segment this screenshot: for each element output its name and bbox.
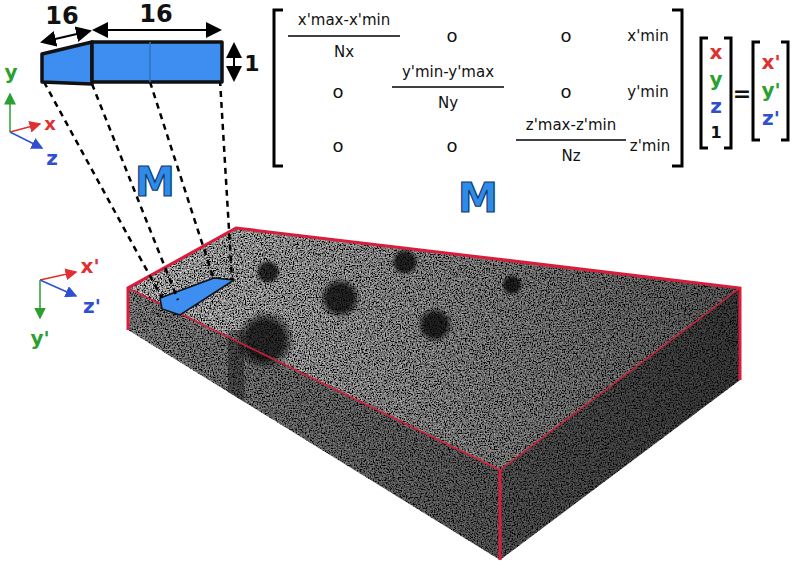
axis-label: z <box>46 147 58 169</box>
matrix-symbol: M <box>135 160 175 204</box>
matrix-entry: x'min <box>627 28 668 45</box>
matrix-entry: o <box>560 26 571 46</box>
dimension: 16 <box>45 3 78 29</box>
matrix-entry: y'min <box>627 84 668 101</box>
volume-edges <box>128 228 740 560</box>
matrix-entry: z'max-z'min <box>526 117 616 134</box>
axis-label: z' <box>83 295 101 317</box>
dimension-arrows <box>42 30 234 80</box>
axis-label: y' <box>30 327 49 349</box>
matrix-entry: Nz <box>561 148 580 165</box>
matrix-entry: o <box>560 82 571 102</box>
axis-label: y <box>4 61 17 83</box>
vector-entry: y <box>709 68 722 90</box>
dimension: 1 <box>244 52 259 76</box>
matrix-entry: x'max-x'min <box>298 12 390 29</box>
matrix-entry: o <box>446 136 457 156</box>
vector-entry: x' <box>761 51 780 73</box>
matrix-entry: z'min <box>630 138 670 155</box>
dimension: 16 <box>139 1 172 27</box>
equals-sign: = <box>733 82 751 106</box>
patch-box <box>42 42 222 84</box>
axes <box>10 94 42 148</box>
axes-prime <box>40 272 76 318</box>
matrix-brackets <box>274 10 788 166</box>
vector-entry: x <box>710 41 723 63</box>
matrix-entry: o <box>446 26 457 46</box>
matrix-entry: o <box>332 136 343 156</box>
fraction-bars <box>288 36 626 140</box>
axis-label: x <box>44 114 56 134</box>
vector-entry: y' <box>761 79 780 101</box>
matrix-entry: y'min-y'max <box>402 64 494 81</box>
matrix-entry: o <box>332 82 343 102</box>
vector-entry: z <box>710 95 722 117</box>
vector-entry: z' <box>762 107 780 129</box>
ultrasound-volume <box>120 220 750 565</box>
matrix-entry: Nx <box>334 44 354 61</box>
matrix-symbol: M <box>458 176 498 220</box>
matrix-entry: Ny <box>438 95 458 112</box>
vector-entry: 1 <box>710 124 721 142</box>
projection-lines <box>44 80 232 300</box>
axis-label: x' <box>80 255 99 277</box>
